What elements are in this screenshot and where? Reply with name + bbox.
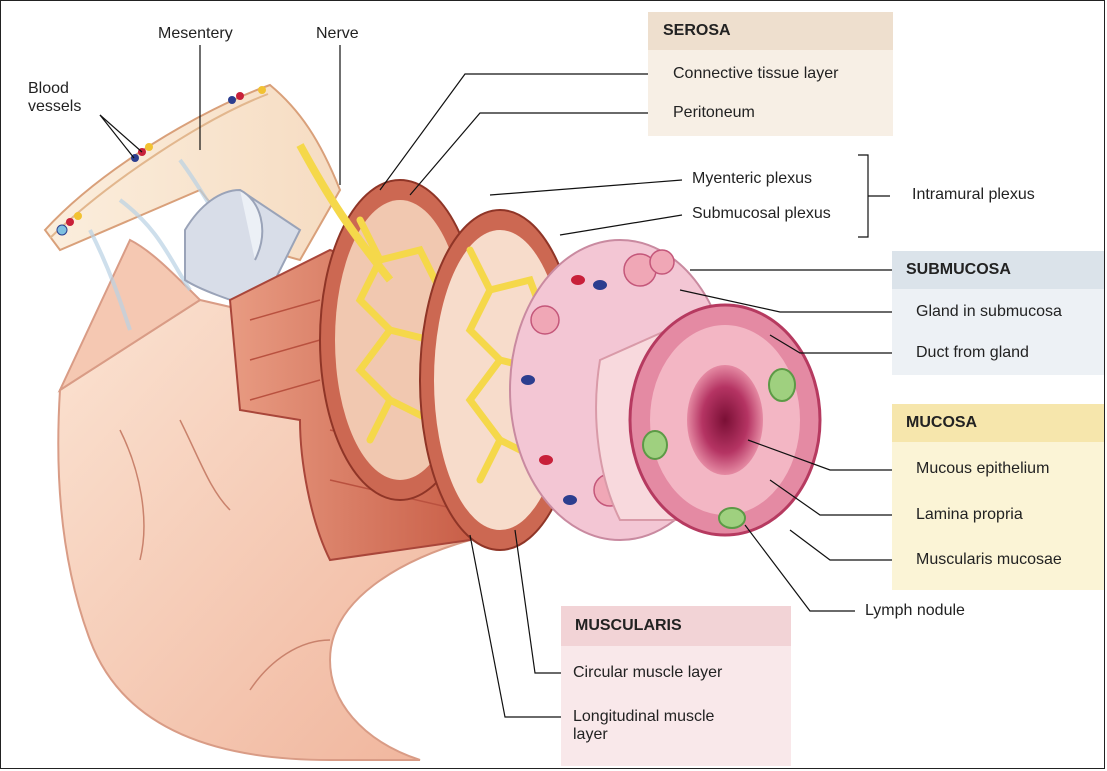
label-submucosal-plexus: Submucosal plexus [692, 205, 831, 223]
serosa-title: SEROSA [663, 22, 731, 40]
label-myenteric-plexus: Myenteric plexus [692, 170, 812, 188]
muscularis-item: Longitudinal muscle layer [573, 708, 714, 745]
mucosa-item: Lamina propria [916, 506, 1023, 524]
serosa-item: Connective tissue layer [673, 65, 838, 83]
label-blood-vessels: Blood vessels [28, 80, 81, 117]
muscularis-box: MUSCULARIS Circular muscle layer Longitu… [561, 606, 791, 766]
submucosa-item: Gland in submucosa [916, 303, 1062, 321]
muscularis-item: Circular muscle layer [573, 664, 722, 682]
serosa-item: Peritoneum [673, 104, 755, 122]
label-nerve: Nerve [316, 25, 359, 43]
label-intramural-plexus: Intramural plexus [912, 186, 1035, 204]
mucosa-title: MUCOSA [906, 414, 977, 432]
mucosa-item: Mucous epithelium [916, 460, 1049, 478]
mucosa-item: Muscularis mucosae [916, 551, 1062, 569]
label-mesentery: Mesentery [158, 25, 233, 43]
submucosa-box: SUBMUCOSA Gland in submucosa Duct from g… [892, 251, 1104, 375]
muscularis-title: MUSCULARIS [575, 617, 682, 635]
submucosa-title: SUBMUCOSA [906, 261, 1011, 279]
label-lymph-nodule: Lymph nodule [865, 602, 965, 620]
serosa-box: SEROSA Connective tissue layer Peritoneu… [648, 12, 893, 136]
submucosa-item: Duct from gland [916, 344, 1029, 362]
mucosa-box: MUCOSA Mucous epithelium Lamina propria … [892, 404, 1104, 590]
